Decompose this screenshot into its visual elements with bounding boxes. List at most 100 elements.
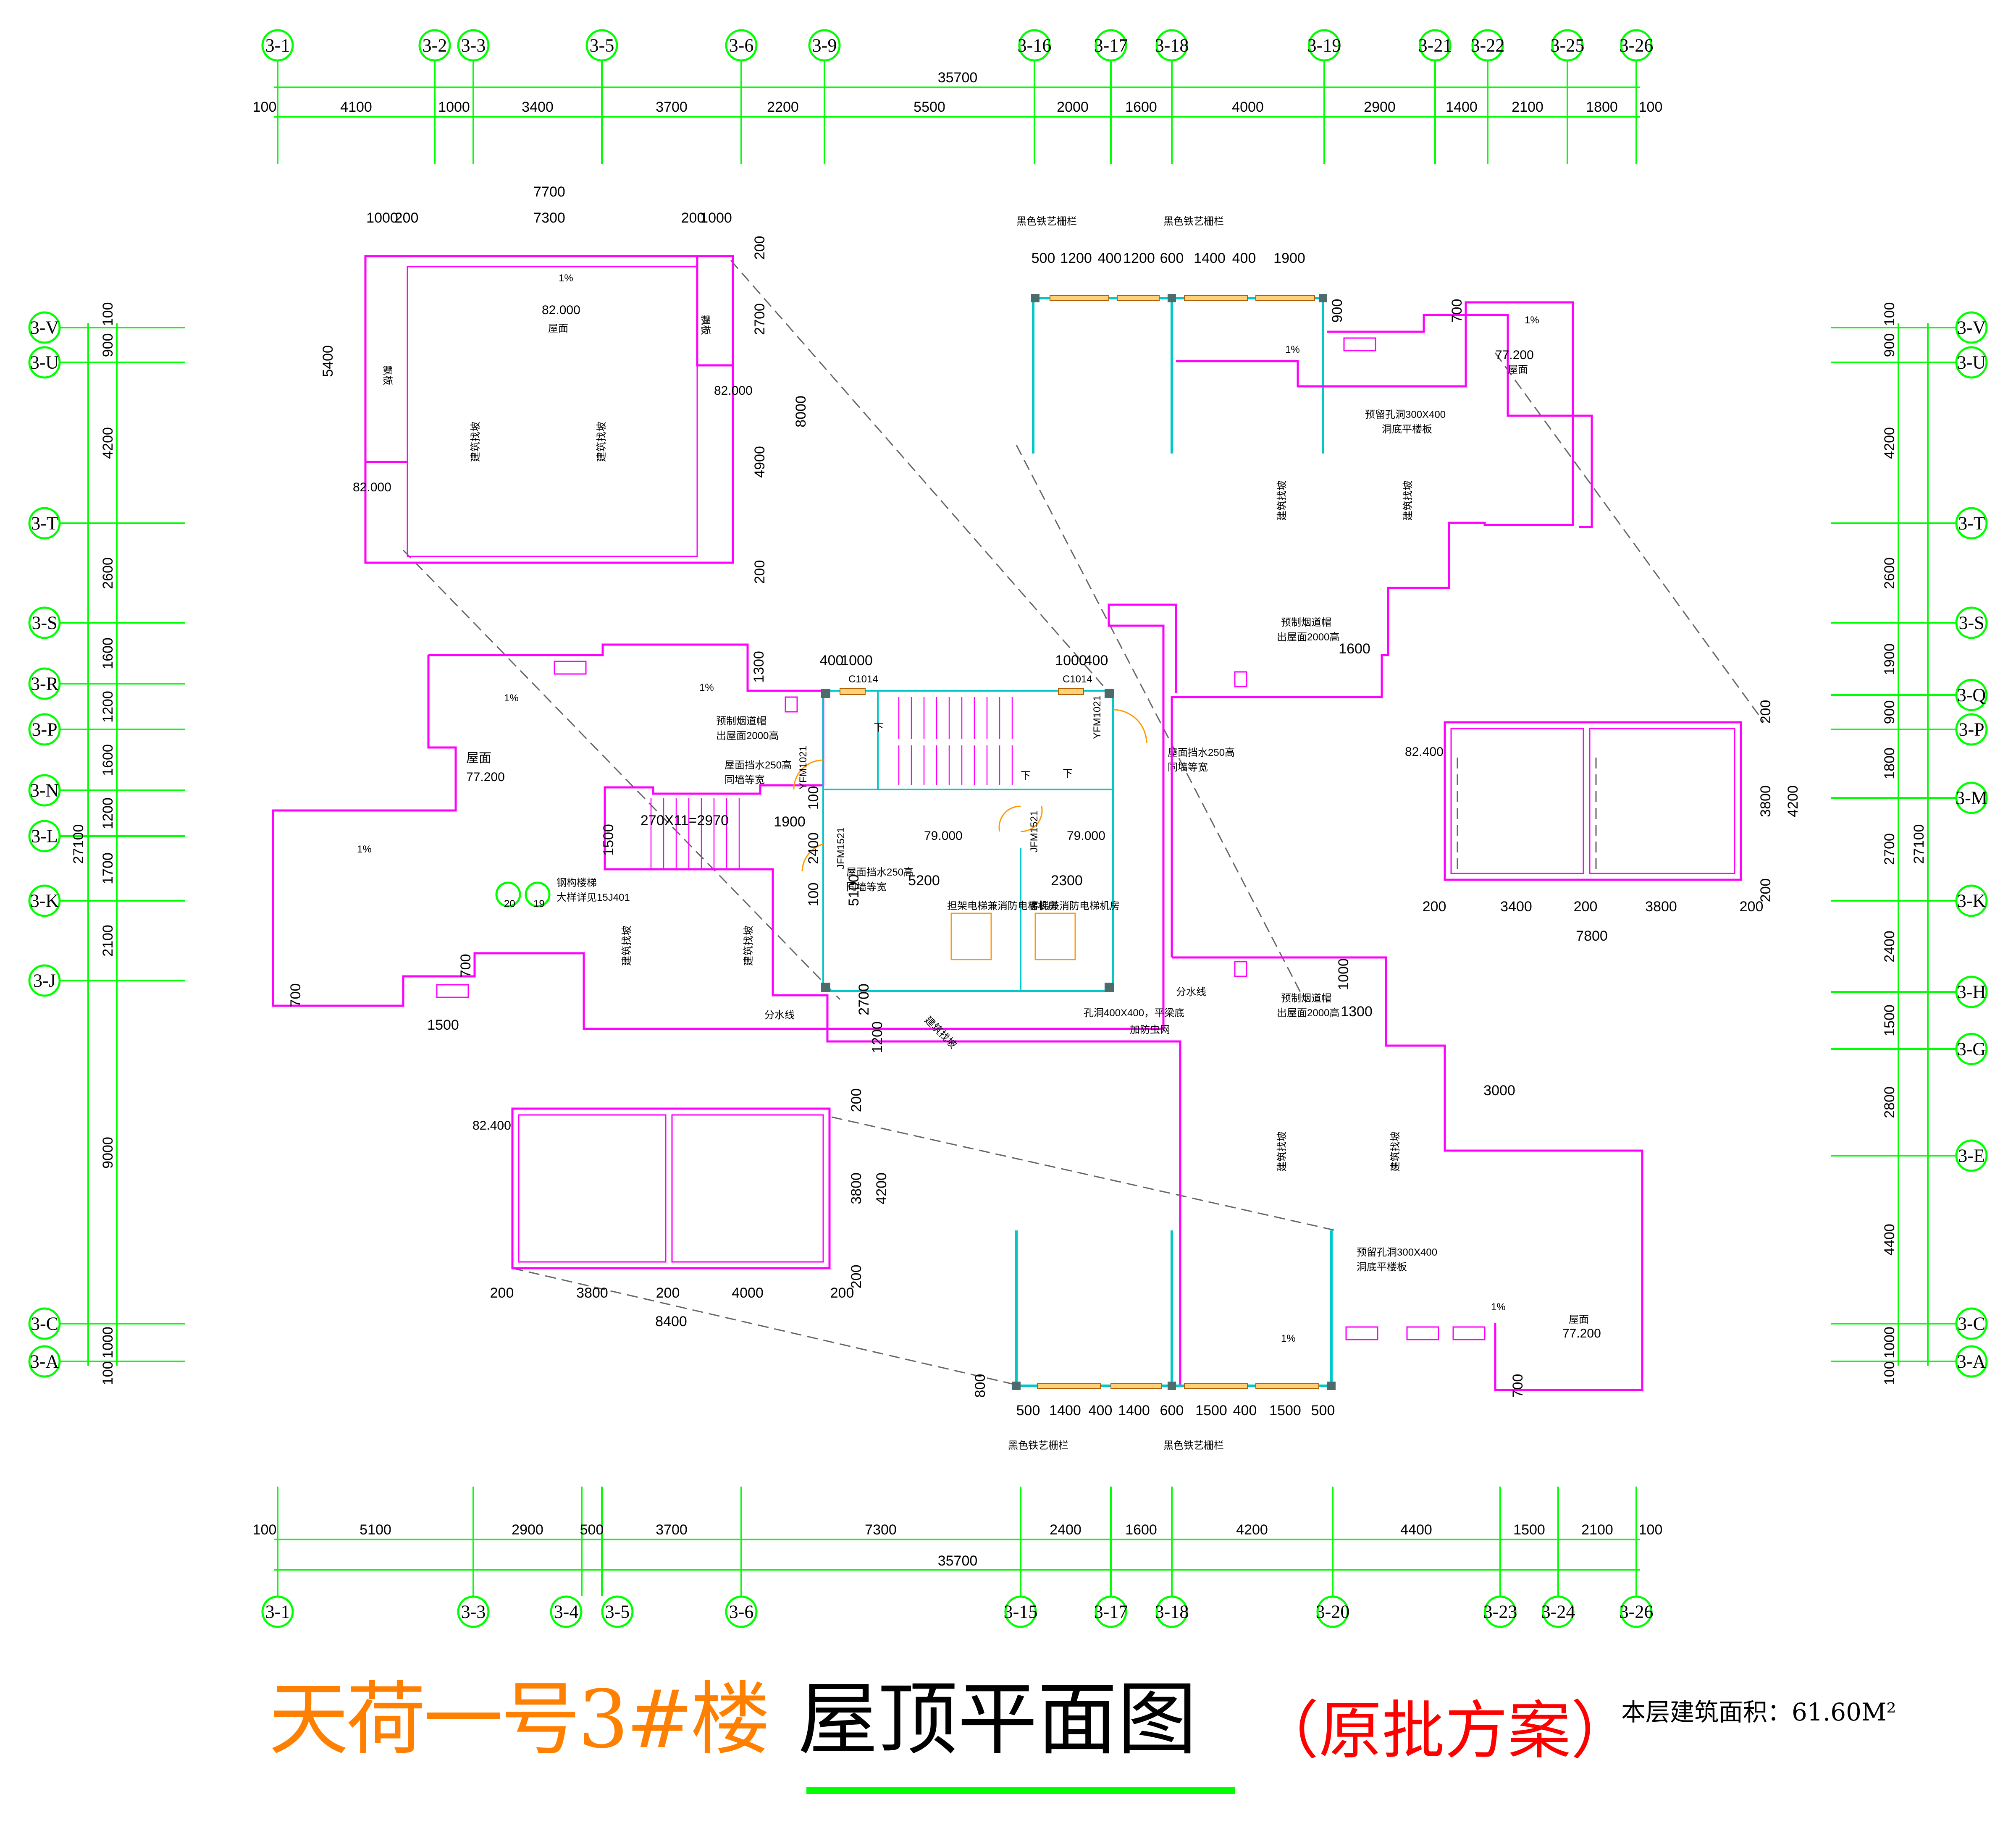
axis-bubble: 3-5: [601, 1595, 634, 1628]
svg-text:200: 200: [1423, 899, 1446, 915]
svg-text:3-V: 3-V: [30, 317, 59, 338]
svg-text:1200: 1200: [1123, 250, 1155, 266]
svg-text:1900: 1900: [1273, 250, 1305, 266]
svg-text:3-15: 3-15: [1004, 1602, 1038, 1622]
left-axis-bubbles: 3-V 3-U 3-T 3-S 3-R 3-P 3-N 3-L 3-K 3-J …: [28, 311, 61, 1378]
axis-bubble: 3-U: [1955, 346, 1988, 379]
svg-text:2900: 2900: [1364, 99, 1396, 115]
svg-text:2100: 2100: [1581, 1522, 1613, 1538]
svg-text:3-20: 3-20: [1316, 1602, 1350, 1622]
svg-text:1000: 1000: [700, 210, 732, 226]
axis-bubble: 3-G: [1955, 1033, 1988, 1065]
axis-bubble: 3-19: [1307, 29, 1341, 62]
slope-note-2: 建筑找坡: [596, 422, 607, 462]
svg-text:3-G: 3-G: [1957, 1039, 1986, 1059]
right-axis-bubbles: 3-V 3-U 3-T 3-S 3-Q 3-P 3-M 3-K 3-H 3-G …: [1955, 311, 1988, 1378]
core-hole-note-2: 加防虫网: [1130, 1024, 1170, 1036]
svg-text:400: 400: [820, 653, 844, 669]
svg-text:800: 800: [972, 1374, 988, 1398]
hole-note-1: 预留孔洞300X400: [1365, 409, 1446, 420]
svg-text:1500: 1500: [1269, 1403, 1301, 1419]
svg-text:4100: 4100: [340, 99, 372, 115]
svg-text:3-9: 3-9: [812, 35, 837, 56]
svg-text:3800: 3800: [848, 1172, 864, 1204]
svg-text:2100: 2100: [100, 925, 116, 957]
svg-text:3-R: 3-R: [31, 674, 59, 694]
svg-text:600: 600: [1160, 250, 1184, 266]
svg-text:3-A: 3-A: [1957, 1351, 1986, 1372]
axis-bubble: 3-C: [1955, 1307, 1988, 1340]
top-left-roof-box: 82.000 屋面 82.000 82.000 1% 飘板 飘板 建筑找坡 建筑…: [320, 184, 809, 584]
svg-text:3-M: 3-M: [1956, 788, 1987, 808]
eave-elevation: 82.000: [714, 384, 753, 398]
svg-text:200: 200: [1574, 899, 1598, 915]
core: C1014 C1014 YFM1021 YFM1021 JFM1521 JFM1…: [495, 653, 1235, 1053]
axis-bubble: 3-A: [28, 1345, 61, 1378]
svg-text:100: 100: [100, 302, 116, 326]
svg-text:3-21: 3-21: [1418, 35, 1452, 56]
svg-text:200: 200: [752, 236, 768, 260]
chimney-note-3: 预制烟道帽: [1281, 993, 1331, 1004]
svg-text:200: 200: [752, 560, 768, 584]
svg-text:900: 900: [1882, 700, 1898, 724]
svg-text:200: 200: [848, 1088, 864, 1112]
svg-text:2100: 2100: [1512, 99, 1544, 115]
hole-note-2b: 洞底平楼板: [1357, 1261, 1407, 1273]
hole-note-2: 预留孔洞300X400: [1357, 1247, 1437, 1258]
svg-text:700: 700: [458, 954, 474, 978]
left-roof-label: 屋面: [466, 751, 491, 765]
slope-note: 建筑找坡: [470, 422, 481, 462]
svg-text:100: 100: [253, 1522, 277, 1538]
svg-text:2700: 2700: [752, 303, 768, 335]
svg-text:400: 400: [1089, 1403, 1113, 1419]
svg-text:900: 900: [100, 333, 116, 357]
axis-bubble: 3-N: [28, 774, 61, 807]
svg-text:100: 100: [253, 99, 277, 115]
axis-bubble: 3-15: [1004, 1595, 1038, 1628]
axis-bubble: 3-R: [28, 667, 61, 700]
axis-bubble: 3-24: [1541, 1595, 1575, 1628]
svg-text:1%: 1%: [504, 692, 519, 704]
project-title: 天荷一号3#楼: [269, 1673, 770, 1766]
stair-detail-bubble-2: [525, 881, 551, 907]
door-label-1: YFM1021: [798, 746, 809, 789]
axis-bubble: 3-5: [585, 29, 618, 62]
left-skylight: 82.400 200 3800 200 4000 200 8400 200 38…: [472, 1088, 890, 1330]
svg-text:200: 200: [490, 1285, 514, 1301]
svg-text:1200: 1200: [1060, 250, 1092, 266]
right-roof-label: 屋面: [1508, 364, 1528, 375]
bottom-right-roof-elevation: 77.200: [1562, 1327, 1601, 1340]
svg-text:3-J: 3-J: [33, 970, 56, 991]
axis-bubble: 3-A: [1955, 1345, 1988, 1378]
svg-text:3-19: 3-19: [1307, 35, 1341, 56]
axis-bubble: 3-2: [418, 29, 451, 62]
door-label-4: JFM1521: [1029, 810, 1040, 852]
svg-text:3400: 3400: [1500, 899, 1532, 915]
axis-bubble: 3-K: [28, 884, 61, 917]
svg-text:100: 100: [806, 883, 822, 907]
svg-text:4000: 4000: [1232, 99, 1264, 115]
right-skylight: 82.400 200 3400 200 3800 200 7800 200 38…: [1405, 700, 1801, 944]
axis-bubble: 3-3: [457, 29, 490, 62]
svg-text:100: 100: [100, 1361, 116, 1385]
dashed-connectors: [402, 260, 1765, 1387]
axis-bubble: 3-M: [1955, 782, 1988, 814]
svg-text:9000: 9000: [100, 1137, 116, 1169]
axis-bubble: 3-26: [1620, 29, 1653, 62]
svg-text:7300: 7300: [865, 1522, 897, 1538]
svg-text:3-S: 3-S: [1958, 613, 1984, 633]
axis-bubble: 3-S: [1955, 606, 1988, 639]
axis-bubble: 3-V: [28, 311, 61, 344]
svg-text:5500: 5500: [914, 99, 945, 115]
top-axis-bubbles: 3-1 3-2 3-3 3-5 3-6 3-9 3-16 3-17 3-18 3…: [261, 29, 1653, 62]
chimney-height-1: 出屋面2000高: [716, 730, 779, 742]
svg-text:7700: 7700: [533, 184, 565, 200]
svg-text:500: 500: [1032, 250, 1055, 266]
svg-text:3000: 3000: [1483, 1083, 1515, 1099]
svg-text:27100: 27100: [1911, 824, 1927, 864]
window-label-1: C1014: [848, 674, 878, 685]
svg-text:1700: 1700: [100, 852, 116, 884]
svg-text:1500: 1500: [601, 824, 617, 856]
svg-text:4200: 4200: [1785, 785, 1801, 817]
svg-text:20: 20: [504, 898, 515, 910]
